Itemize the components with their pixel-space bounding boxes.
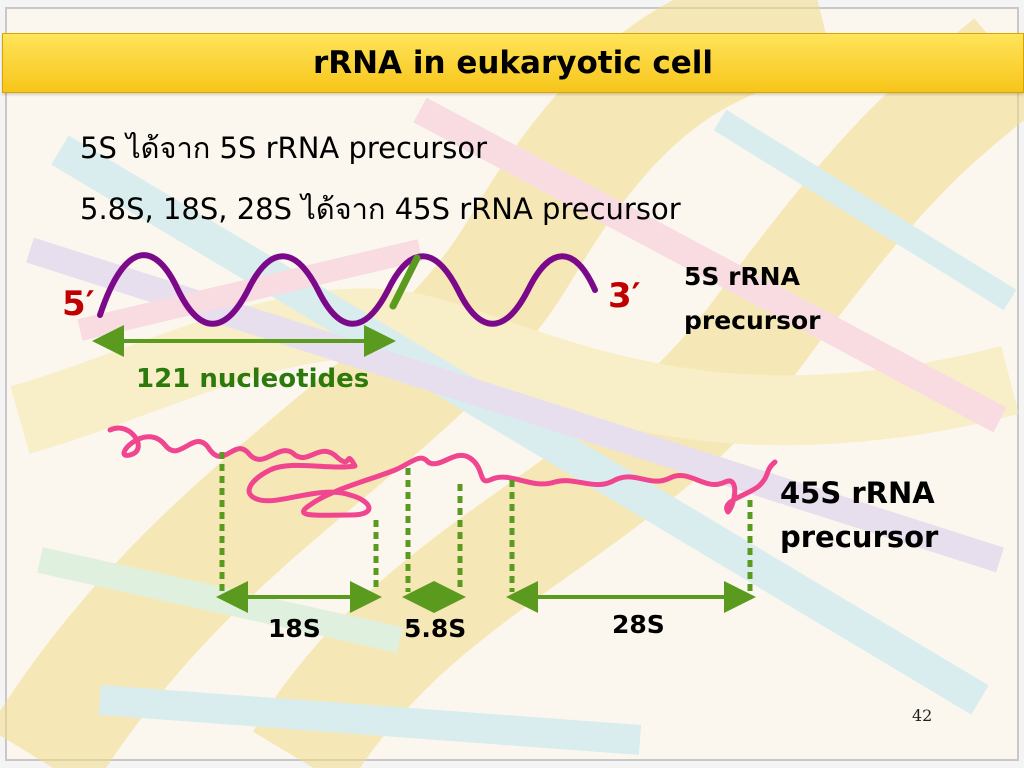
cleavage-mark <box>389 254 421 310</box>
precursor-45s-line1: 45S rRNA <box>780 476 935 510</box>
precursor-5s-line2: precursor <box>684 306 821 335</box>
segment-boundaries <box>219 452 753 592</box>
title-bar: rRNA in eukaryotic cell <box>2 33 1024 93</box>
segment-label-5-8s: 5.8S <box>404 614 467 643</box>
slide-number: 42 <box>912 706 933 725</box>
five-prime-label: 5′ <box>62 284 95 324</box>
rna-5s-wave <box>97 252 598 327</box>
rna-45s-squiggle <box>107 425 778 518</box>
bullet-line-2: 5.8S, 18S, 28S ได้จาก 45S rRNA precursor <box>80 192 681 226</box>
segment-label-28s: 28S <box>612 610 665 639</box>
slide-title: rRNA in eukaryotic cell <box>312 45 714 81</box>
precursor-5s-line1: 5S rRNA <box>684 262 800 291</box>
nucleotides-label: 121 nucleotides <box>136 364 370 394</box>
bullet-line-1: 5S ได้จาก 5S rRNA precursor <box>80 131 488 165</box>
three-prime-label: 3′ <box>608 276 641 316</box>
precursor-45s-line2: precursor <box>780 520 939 554</box>
segment-label-18s: 18S <box>268 614 321 643</box>
